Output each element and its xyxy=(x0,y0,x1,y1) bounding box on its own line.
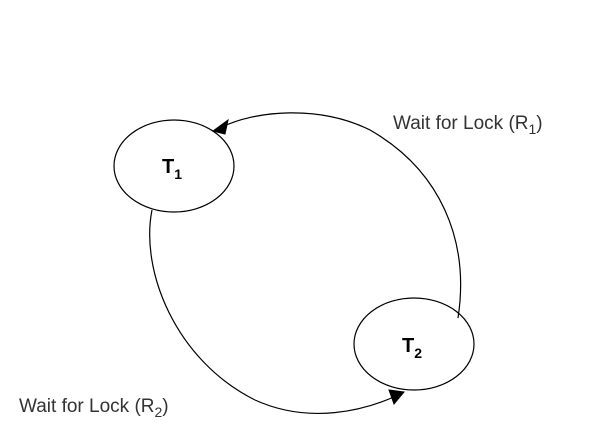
edge-label-r2-subscript: 2 xyxy=(155,404,163,420)
edge-label-r1: Wait for Lock (R1) xyxy=(393,113,543,137)
node-t2-subscript: 2 xyxy=(414,345,422,361)
arrowhead-t1-icon xyxy=(211,118,229,135)
arrowhead-t2-icon xyxy=(388,389,405,405)
node-t1[interactable]: T1 xyxy=(113,119,235,213)
node-t1-subscript: 1 xyxy=(174,166,182,182)
edge-t2-to-t1-curve xyxy=(219,112,462,319)
edge-label-r2-close: ) xyxy=(162,396,168,417)
edge-label-r2: Wait for Lock (R2) xyxy=(19,396,169,420)
edge-label-r1-text: Wait for Lock (R xyxy=(393,113,529,134)
edge-label-r1-close: ) xyxy=(536,113,542,134)
edge-t2-to-t1 xyxy=(211,112,462,319)
edge-t1-to-t2-curve xyxy=(149,209,397,415)
node-t1-label: T1 xyxy=(162,156,182,182)
node-t2[interactable]: T2 xyxy=(353,297,475,391)
node-t1-letter: T xyxy=(162,156,174,178)
edge-t1-to-t2 xyxy=(149,209,405,415)
edge-label-r1-subscript: 1 xyxy=(529,121,537,137)
node-t2-ellipse xyxy=(353,297,475,391)
node-t1-ellipse xyxy=(113,119,235,213)
node-t2-letter: T xyxy=(402,335,414,357)
node-t2-label: T2 xyxy=(402,335,422,361)
edge-label-r2-text: Wait for Lock (R xyxy=(19,396,155,417)
